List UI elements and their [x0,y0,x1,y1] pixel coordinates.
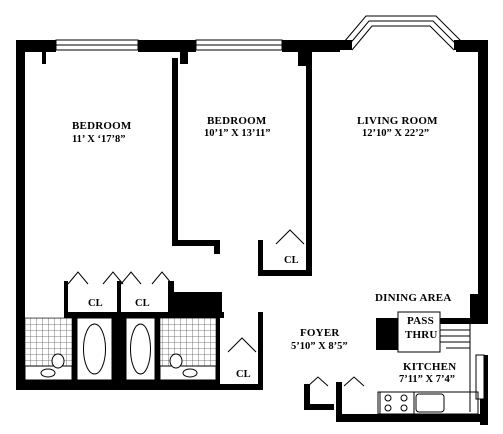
kitchen-counter [377,324,479,415]
closet-bath2-label: CL [135,298,150,309]
windows [55,15,485,400]
closet-foyer-label: CL [236,369,251,380]
pass-thru-line1: PASS [407,315,434,327]
bedroom1-name: BEDROOM [72,120,132,132]
pass-thru-counter [397,311,441,353]
pass-thru-line2: THRU [405,329,438,341]
walls [16,40,488,425]
living-room-name: LIVING ROOM [357,115,438,127]
closet-bedroom2-label: CL [284,255,299,266]
kitchen-name: KITCHEN [403,361,457,373]
foyer-size: 5’10” X 8’5” [291,341,348,352]
bedroom2-name: BEDROOM [207,115,267,127]
living-room-size: 12’10” X 22’2” [362,128,430,139]
stove [379,391,415,415]
closet-bath1-label: CL [88,298,103,309]
kitchen-sink [415,393,445,413]
bath-fixtures [24,317,217,381]
kitchen-size: 7’11” X 7’4” [399,374,455,385]
foyer-name: FOYER [300,327,340,339]
closet-door-swings [67,229,365,387]
dining-area-name: DINING AREA [375,292,452,304]
bedroom2-size: 10’1” X 13’11” [204,128,271,139]
bedroom1-size: 11’ X ‘17’8” [72,134,126,145]
